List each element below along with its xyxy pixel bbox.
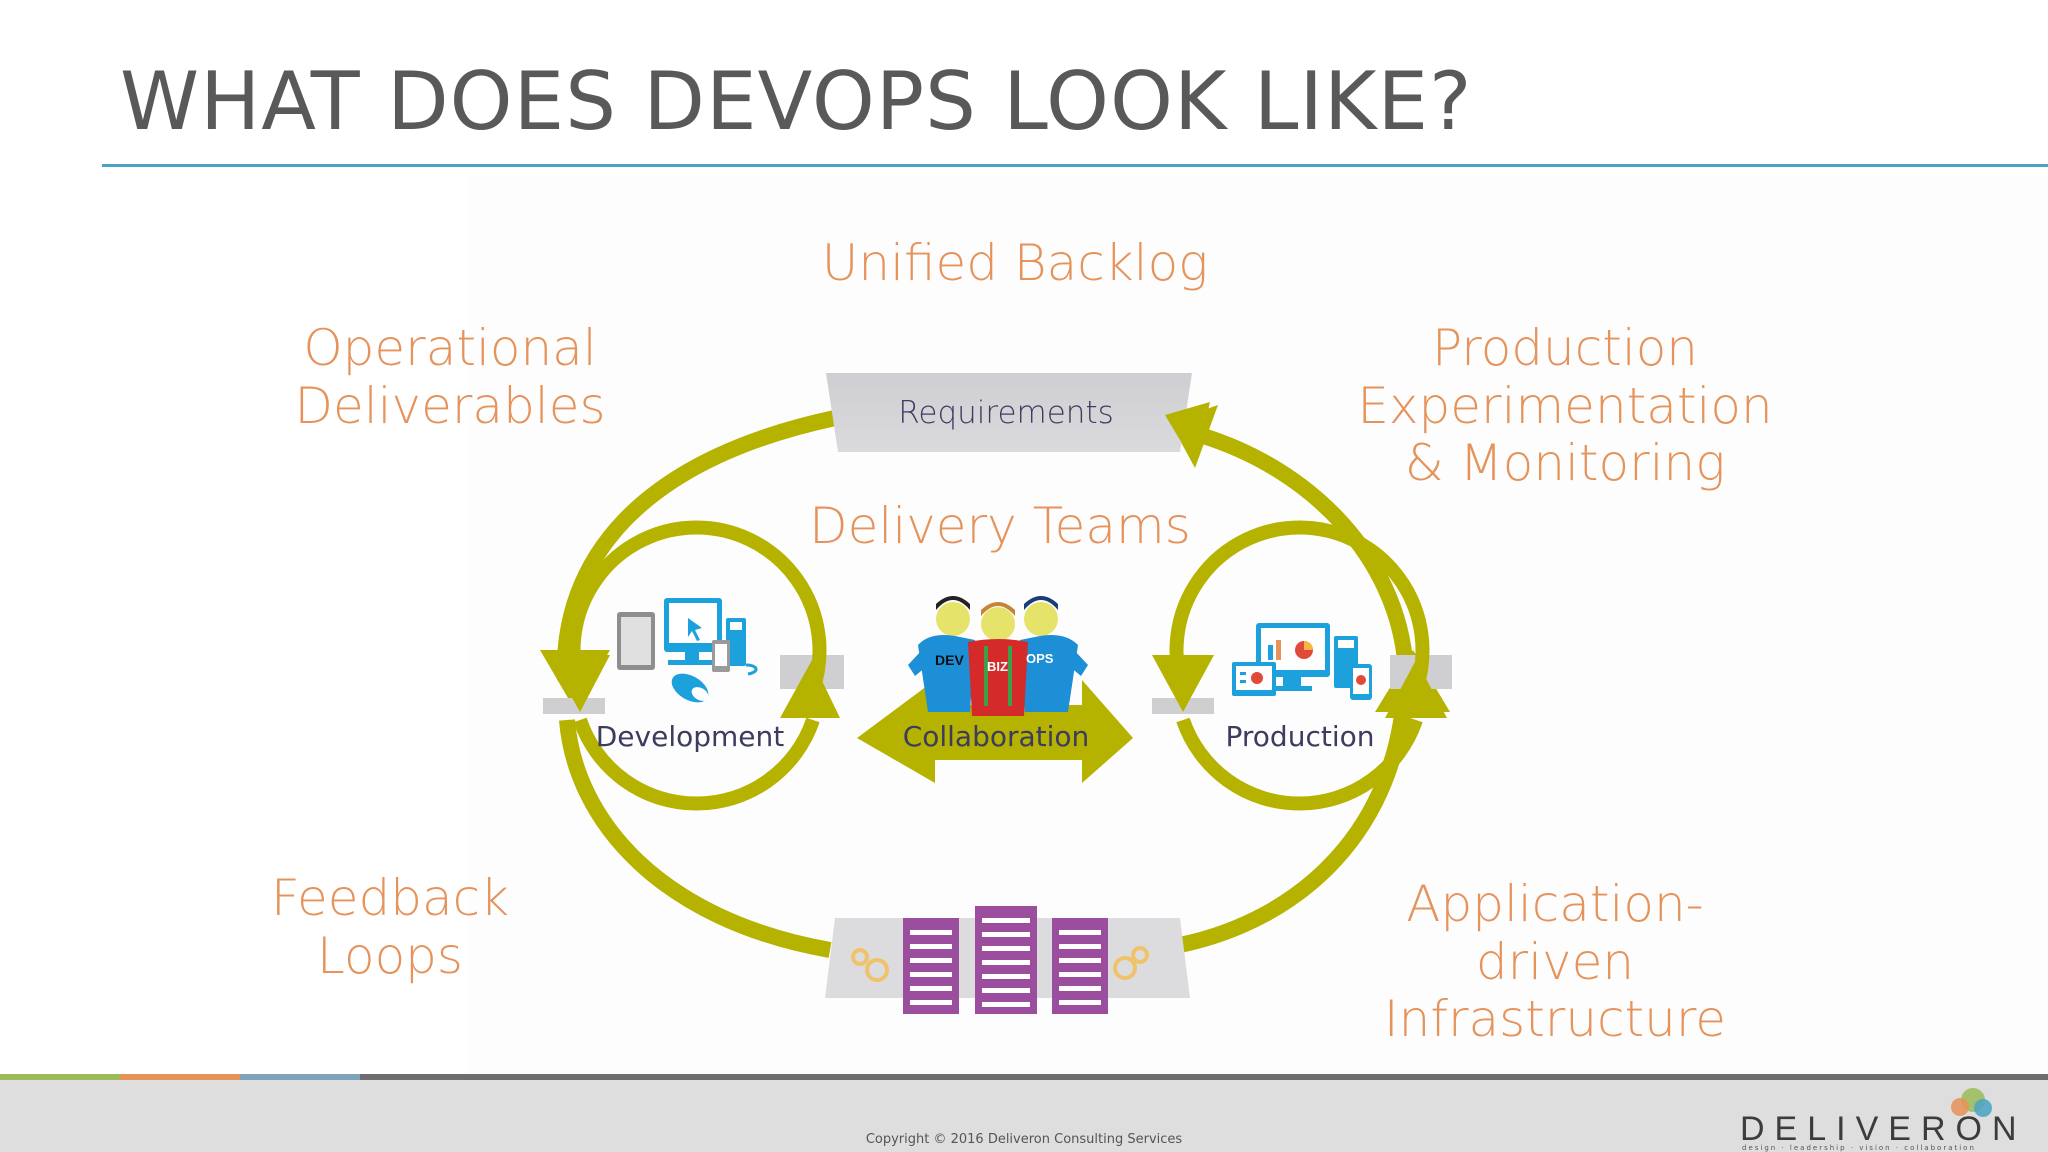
prod-loop-arrow-right: [1385, 660, 1447, 718]
logo-mark-icon: [1951, 1088, 1992, 1117]
production-experimentation-label: Production Experimentation & Monitoring: [1357, 319, 1773, 492]
requirements-label: Requirements: [898, 395, 1114, 431]
dev-badge: DEV: [935, 652, 964, 668]
logo-wordmark: DELIVERON: [1740, 1110, 2027, 1148]
outer-cycle: [556, 410, 1413, 958]
devices-icon: [617, 598, 758, 703]
production-label: Production: [1226, 720, 1375, 753]
footer-accent-blue: [240, 1074, 360, 1080]
production-loop: [1169, 520, 1430, 811]
ops-badge: OPS: [1026, 651, 1054, 666]
gears-icon: [851, 946, 1149, 982]
application-infrastructure-label: Application-driven Infrastructure: [1383, 875, 1727, 1048]
footer-accent-orange: [120, 1074, 240, 1080]
delivery-teams-label: Delivery Teams: [809, 497, 1191, 555]
unified-backlog-label: Unified Backlog: [821, 234, 1209, 292]
title-divider: [102, 164, 2048, 167]
biz-badge: BIZ: [987, 659, 1008, 674]
feedback-loops-label: Feedback Loops: [270, 869, 510, 985]
development-loop: [566, 520, 827, 811]
footer: [0, 1080, 2048, 1152]
prod-loop-arrow-left: [1152, 655, 1214, 712]
copyright-text: Copyright © 2016 Deliveron Consulting Se…: [865, 1132, 1183, 1147]
footer-accent-green: [0, 1074, 120, 1080]
collaboration-label: Collaboration: [903, 720, 1090, 753]
server-slots: [910, 918, 1101, 1007]
development-label: Development: [596, 720, 785, 753]
requirements-arrow: [1165, 402, 1210, 465]
slide-title: WHAT DOES DEVOPS LOOK LIKE?: [120, 55, 1473, 148]
footer-rule: [0, 1074, 2048, 1080]
deliveron-logo: DELIVERON design · leadership · vision ·…: [1740, 1080, 2040, 1152]
dashboard-icon: [1232, 623, 1372, 700]
dev-loop-arrow-right: [780, 660, 840, 718]
devops-cycle-diagram: DEV BIZ OPS: [540, 373, 1452, 1014]
left-tab-bottom: [543, 698, 605, 714]
logo-tagline: design · leadership · vision · collabora…: [1742, 1144, 1976, 1152]
team-icon: DEV BIZ OPS: [908, 596, 1088, 716]
dev-loop-arrow-left: [548, 655, 610, 712]
operational-deliverables-label: Operational Deliverables: [294, 319, 606, 435]
requirements-box: [826, 373, 1192, 452]
